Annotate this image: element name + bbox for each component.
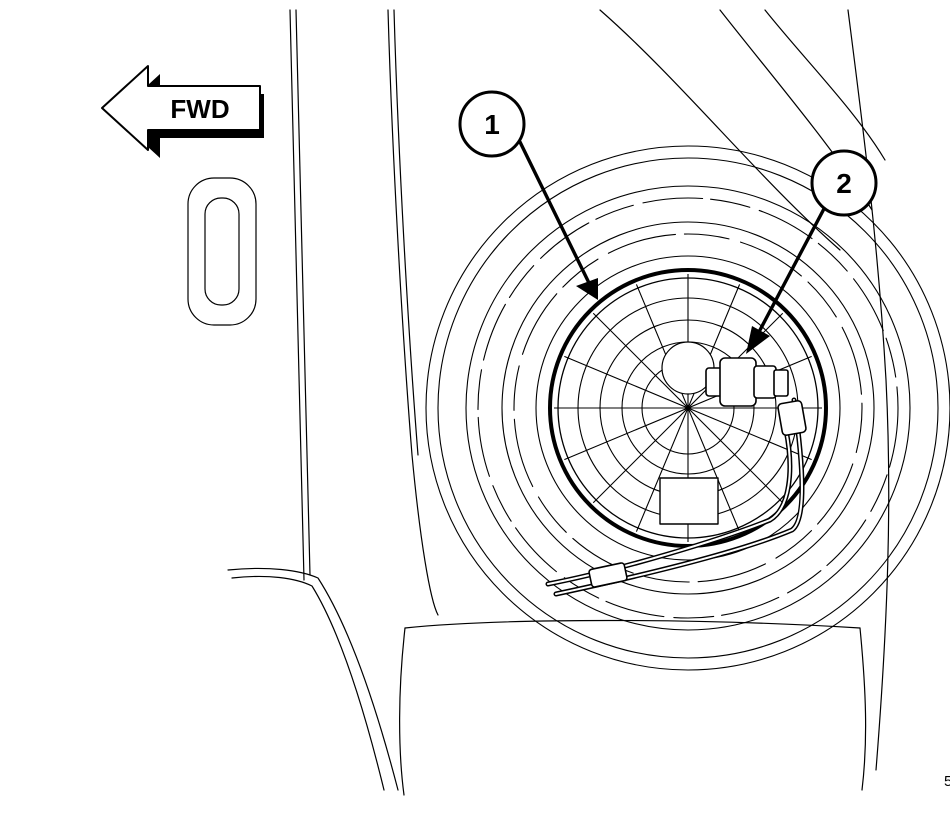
figure-number: 5: [944, 773, 950, 790]
panel-slot: [187, 177, 257, 326]
lamp-mounting-rings: [425, 145, 950, 671]
callout-1-number: 1: [484, 109, 500, 140]
callout-2-leader: [746, 203, 828, 354]
fwd-label: FWD: [170, 94, 229, 124]
callout-2-circle: [810, 149, 878, 217]
body-panel-lines: [227, 9, 890, 796]
bulb-socket-connector: [705, 357, 807, 437]
fwd-arrow-icon: [101, 65, 264, 158]
callout-2-number: 2: [836, 168, 852, 199]
callout-1-circle: [458, 90, 526, 158]
wire-harness: [545, 397, 805, 597]
callout-1-leader: [518, 140, 598, 300]
